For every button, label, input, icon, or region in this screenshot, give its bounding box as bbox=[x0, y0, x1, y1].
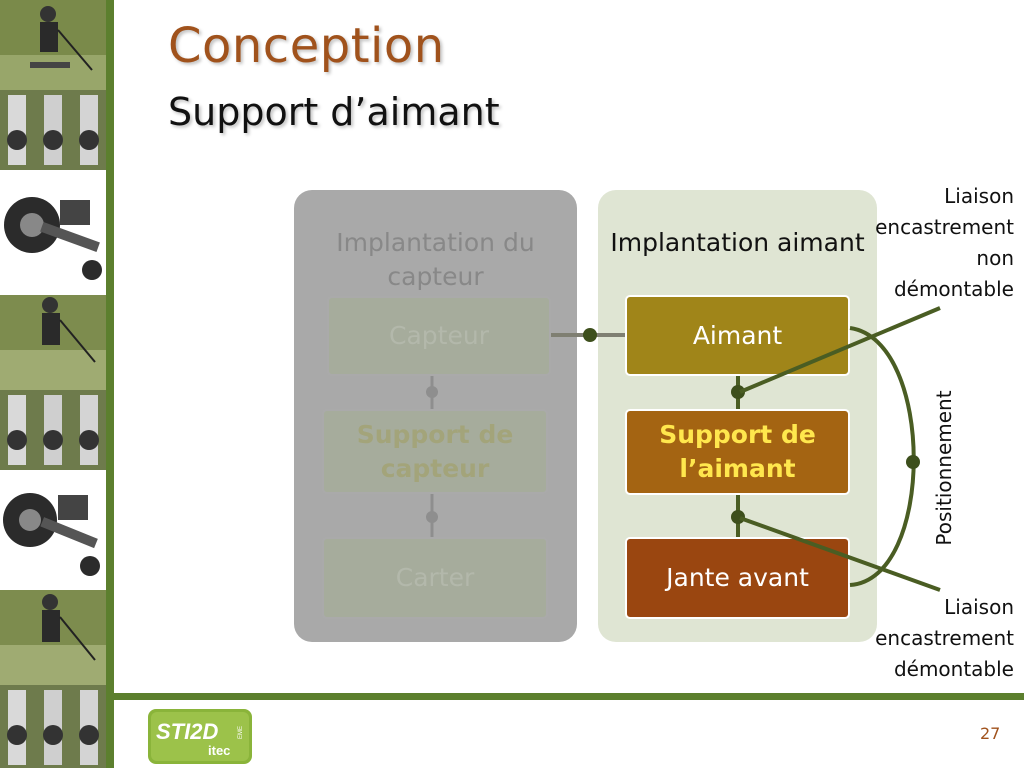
sidebar-photo-strip bbox=[0, 0, 106, 768]
note-line: démontable bbox=[893, 277, 1014, 301]
logo-sub: itec bbox=[208, 743, 230, 758]
horizontal-accent-rule bbox=[106, 693, 1024, 700]
note-line: démontable bbox=[893, 657, 1014, 681]
note-liaison-demontable: Liaison encastrement démontable bbox=[875, 592, 1014, 685]
joint-dot bbox=[906, 455, 920, 469]
leader-top-note bbox=[739, 306, 941, 394]
box-capteur: Capteur bbox=[327, 296, 551, 376]
joint-dot bbox=[426, 386, 438, 398]
note-line: encastrement bbox=[875, 215, 1014, 239]
note-line: Liaison bbox=[944, 595, 1014, 619]
logo-graphic: STI2D itec EME bbox=[148, 709, 252, 764]
leader-bottom-note bbox=[739, 516, 941, 592]
positioning-arc bbox=[849, 326, 916, 587]
vertical-accent-rule bbox=[106, 0, 114, 768]
label-positionnement: Positionnement bbox=[932, 390, 956, 546]
box-support-aimant: Support de l’aimant bbox=[625, 409, 850, 495]
group-sensor-title: Implantation du capteur bbox=[336, 228, 535, 291]
box-support-capteur: Support de capteur bbox=[322, 409, 548, 494]
box-jante-avant: Jante avant bbox=[625, 537, 850, 619]
joint-dot bbox=[731, 385, 745, 399]
sti2d-logo: STI2D itec EME bbox=[148, 709, 252, 764]
slide-subtitle: Support d’aimant bbox=[168, 90, 500, 134]
sidebar-photos bbox=[0, 0, 106, 768]
box-carter: Carter bbox=[322, 537, 548, 619]
group-magnet-title: Implantation aimant bbox=[610, 228, 865, 257]
joint-dot bbox=[583, 328, 597, 342]
logo-brand: STI2D bbox=[156, 719, 218, 744]
page-number: 27 bbox=[980, 724, 1001, 743]
note-line: non bbox=[976, 246, 1014, 270]
note-line: encastrement bbox=[875, 626, 1014, 650]
logo-badge: EME bbox=[238, 726, 244, 739]
note-liaison-non-demontable: Liaison encastrement non démontable bbox=[875, 181, 1014, 305]
note-line: Liaison bbox=[944, 184, 1014, 208]
joint-dot bbox=[426, 511, 438, 523]
slide-title: Conception bbox=[168, 18, 445, 74]
